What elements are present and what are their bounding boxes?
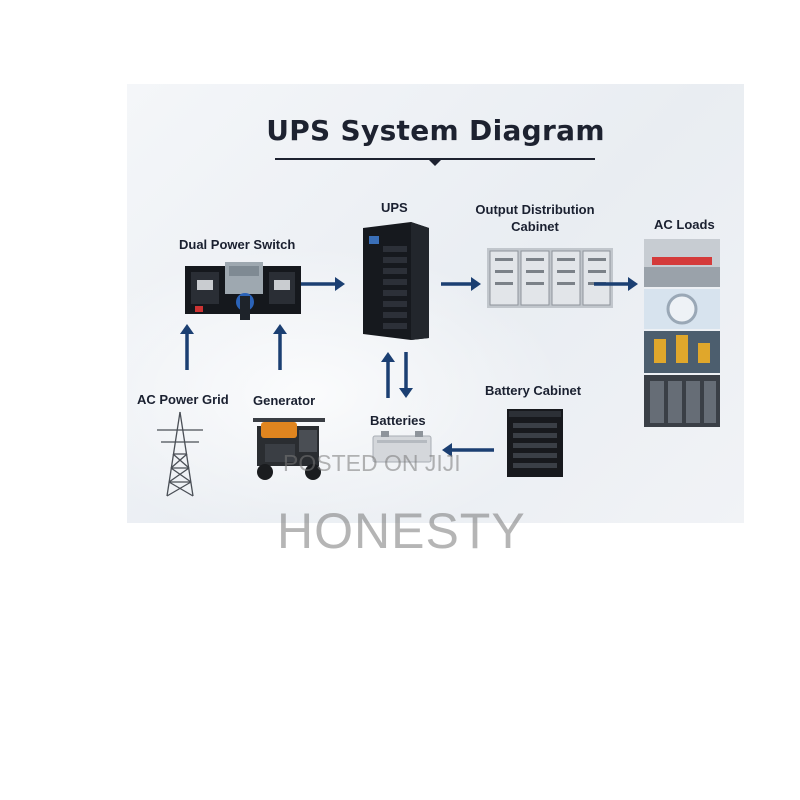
label-battery-cabinet: Battery Cabinet <box>485 383 582 398</box>
label-output-distribution-line2: Cabinet <box>511 219 559 234</box>
dual-power-switch-image <box>185 262 301 320</box>
watermark-posted-on-jiji: POSTED ON JIJI <box>283 450 461 476</box>
label-batteries: Batteries <box>370 413 426 428</box>
label-ac-power-grid: AC Power Grid <box>137 392 229 407</box>
title-notch <box>428 159 442 166</box>
batteries-image <box>372 431 432 463</box>
ac-power-grid-image <box>157 411 203 497</box>
watermark-honesty: HONESTY <box>277 503 526 559</box>
arrow-ups-to-distribution <box>441 277 481 291</box>
output-distribution-cabinet-image <box>487 248 613 308</box>
label-generator: Generator <box>253 393 316 408</box>
battery-cabinet-image <box>507 409 563 477</box>
diagram-panel: UPS System Diagram Dual Power Switch UPS… <box>127 84 744 523</box>
ac-loads-images <box>644 239 720 427</box>
arrow-distribution-to-loads <box>594 277 638 291</box>
label-dual-power-switch: Dual Power Switch <box>179 237 296 252</box>
ups-image <box>363 222 429 340</box>
label-ups: UPS <box>381 200 408 215</box>
label-output-distribution-cabinet: Output Distribution Cabinet <box>465 201 605 235</box>
diagram-title: UPS System Diagram <box>266 114 605 147</box>
arrow-ups-batteries-bidirectional <box>381 352 413 398</box>
label-ac-loads: AC Loads <box>654 217 715 232</box>
arrow-generator-to-switch <box>273 324 287 370</box>
generator-image <box>253 418 325 480</box>
arrow-battery-cabinet-to-batteries <box>442 443 494 457</box>
arrow-grid-to-switch <box>180 324 194 370</box>
label-output-distribution-line1: Output Distribution <box>475 202 595 217</box>
arrow-switch-to-ups <box>301 277 345 291</box>
